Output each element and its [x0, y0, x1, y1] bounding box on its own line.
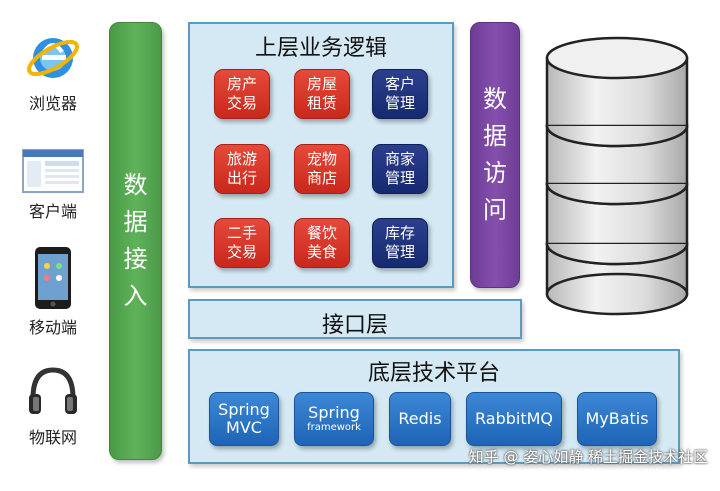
tile-pet-store: 宠物商店	[294, 144, 350, 194]
business-logic-panel: 上层业务逻辑 房产交易 房屋租赁 客户管理 旅游出行 宠物商店 商家管理 二手交…	[188, 22, 454, 288]
interface-layer-panel: 接口层	[188, 299, 522, 339]
platform-layer-title: 底层技术平台	[367, 361, 500, 386]
tile-label: 商家管理	[384, 150, 415, 187]
client-label: 物联网	[28, 428, 77, 447]
tile-house-rental: 房屋租赁	[294, 69, 350, 119]
tile-label: 二手交易	[226, 224, 257, 261]
watermark: 知乎 @ 姿心如静 稀土掘金技术社区	[468, 448, 708, 466]
tech-spring-framework: Spring framework	[294, 392, 374, 446]
ie-browser-icon	[27, 38, 79, 78]
tech-subname: framework	[307, 422, 361, 434]
tile-label: 宠物商店	[306, 150, 337, 187]
tech-redis: Redis	[389, 392, 451, 446]
client-desktop: 客户端	[14, 148, 92, 222]
tech-spring-mvc: Spring MVC	[209, 392, 279, 446]
tech-name: Redis	[398, 408, 442, 428]
database-cylinder-icon	[545, 36, 689, 316]
tech-name: MyBatis	[585, 408, 649, 428]
tech-name: Spring	[218, 399, 270, 419]
tile-customer-management: 客户管理	[372, 69, 428, 119]
tile-label: 餐饮美食	[306, 224, 337, 261]
tile-food-dining: 餐饮美食	[294, 218, 350, 268]
tile-label: 旅游出行	[226, 150, 257, 187]
db-disk	[545, 36, 689, 148]
data-ingest-bar: 数据接入	[109, 22, 162, 460]
client-mobile: 移动端	[14, 246, 92, 338]
data-access-bar: 数据访问	[470, 22, 520, 288]
tile-label: 库存管理	[384, 224, 415, 261]
data-access-label: 数据访问	[482, 84, 507, 225]
tile-label: 客户管理	[384, 75, 415, 112]
client-label: 移动端	[28, 318, 77, 337]
tech-name: Spring	[308, 402, 360, 422]
tile-label: 房屋租赁	[306, 75, 337, 112]
tile-travel: 旅游出行	[214, 144, 270, 194]
data-ingest-label: 数据接入	[123, 170, 148, 311]
tile-merchant-management: 商家管理	[372, 144, 428, 194]
headphones-icon	[29, 367, 77, 414]
client-browser: 浏览器	[14, 28, 92, 114]
tech-rabbitmq: RabbitMQ	[466, 392, 562, 446]
tile-property-trading: 房产交易	[214, 69, 270, 119]
tile-label: 房产交易	[226, 75, 257, 112]
smartphone-icon	[35, 247, 71, 309]
interface-layer-title: 接口层	[321, 313, 388, 338]
client-label: 浏览器	[28, 94, 77, 113]
desktop-app-icon	[22, 149, 84, 193]
tech-mybatis: MyBatis	[577, 392, 657, 446]
business-logic-title: 上层业务逻辑	[254, 36, 387, 61]
client-label: 客户端	[28, 202, 77, 221]
tech-name: RabbitMQ	[475, 408, 553, 428]
client-iot: 物联网	[14, 364, 92, 448]
tile-inventory-management: 库存管理	[372, 218, 428, 268]
tile-second-hand: 二手交易	[214, 218, 270, 268]
tech-subname: MVC	[226, 418, 262, 437]
